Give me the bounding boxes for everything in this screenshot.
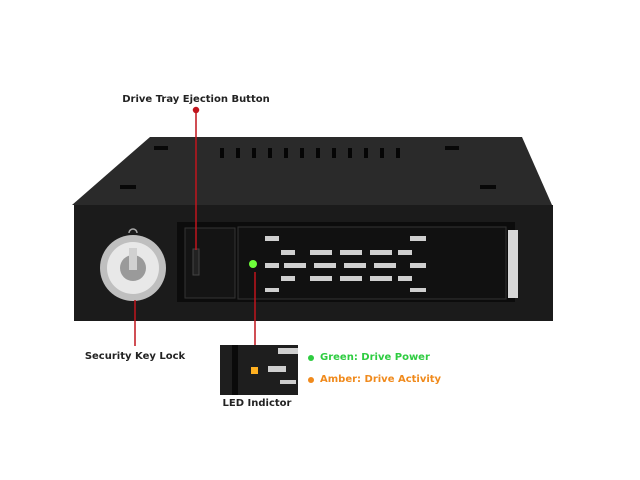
legend-green: Green: Drive Power <box>308 352 430 363</box>
legend-green-text: Green: Drive Power <box>320 352 430 363</box>
led-inset-image <box>220 345 298 395</box>
tray-grille <box>265 236 426 292</box>
led-indicator-label: LED Indictor <box>222 398 292 409</box>
green-led <box>249 260 257 268</box>
drive-tray <box>237 226 507 300</box>
amber-led <box>251 367 258 374</box>
amber-dot-icon <box>308 376 314 383</box>
legend-amber-text: Amber: Drive Activity <box>320 374 442 385</box>
enclosure-top-face <box>72 137 552 205</box>
callout-lines <box>134 106 256 346</box>
security-key-lock <box>100 228 166 301</box>
green-dot-icon <box>308 354 314 361</box>
key-lock-label: Security Key Lock <box>84 351 186 362</box>
vent-slots <box>220 148 400 158</box>
connector <box>508 230 518 298</box>
eject-button-label: Drive Tray Ejection Button <box>122 94 270 105</box>
unlock-icon <box>128 228 138 234</box>
legend-amber: Amber: Drive Activity <box>308 374 441 385</box>
